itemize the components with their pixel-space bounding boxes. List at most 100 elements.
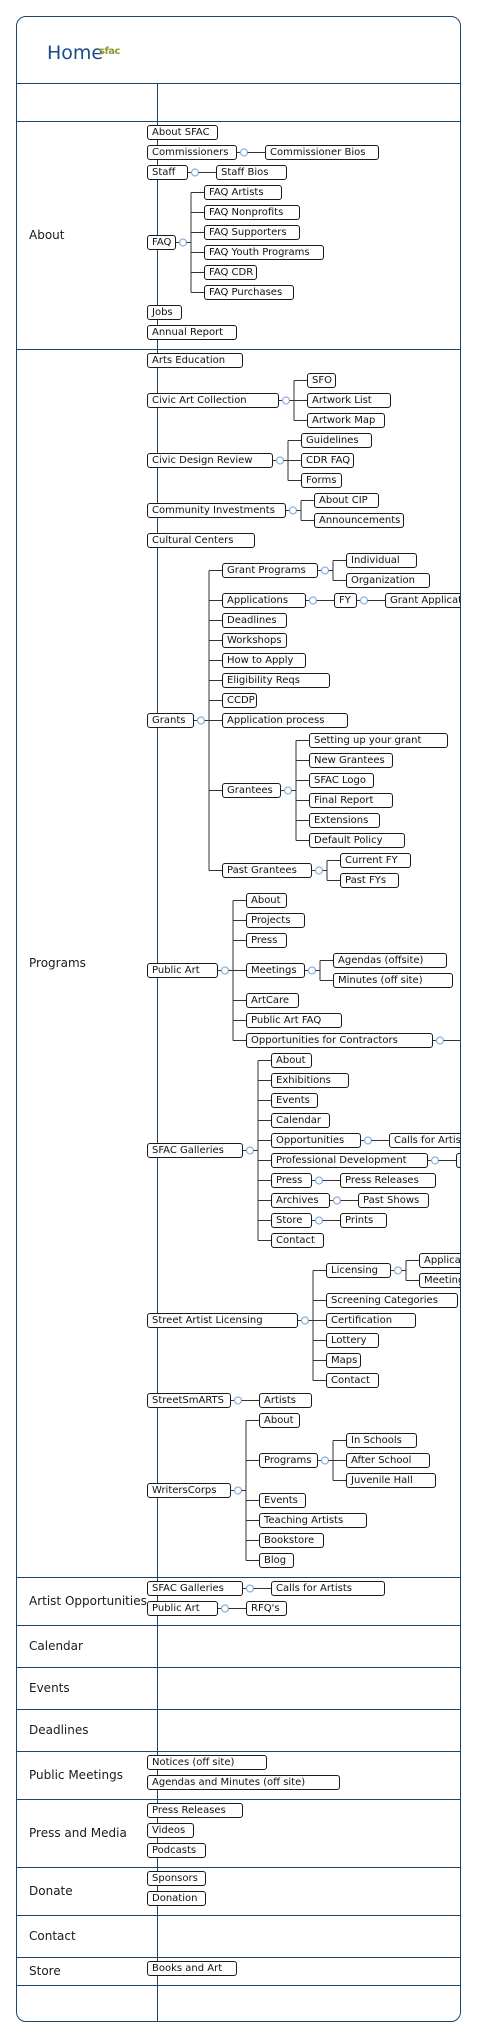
sitemap-link-jobs[interactable]: Jobs [147, 305, 182, 320]
section-label-calendar[interactable]: Calendar [29, 1639, 83, 1653]
sitemap-link-setting-up-your-grant[interactable]: Setting up your grant [309, 733, 448, 748]
sitemap-link-artcare[interactable]: ArtCare [246, 993, 299, 1008]
section-label-programs[interactable]: Programs [29, 956, 86, 970]
sitemap-link-about-sfac[interactable]: About SFAC [147, 125, 218, 140]
sitemap-link-cultural-centers[interactable]: Cultural Centers [147, 533, 255, 548]
sitemap-link-staff-bios[interactable]: Staff Bios [216, 165, 287, 180]
sitemap-link-past-shows[interactable]: Past Shows [358, 1193, 429, 1208]
section-label-public-meetings[interactable]: Public Meetings [29, 1768, 123, 1782]
sitemap-link-press[interactable]: Press [246, 933, 287, 948]
sitemap-link-contact[interactable]: Contact [271, 1233, 324, 1248]
sitemap-link-writerscorps[interactable]: WritersCorps [147, 1483, 231, 1498]
section-label-store[interactable]: Store [29, 1964, 61, 1978]
sitemap-link-current-fy[interactable]: Current FY [340, 853, 411, 868]
sitemap-link-videos[interactable]: Videos [147, 1823, 194, 1838]
sitemap-link-organization[interactable]: Organization [346, 573, 430, 588]
sitemap-link-sfac-logo[interactable]: SFAC Logo [309, 773, 374, 788]
sitemap-link-default-policy[interactable]: Default Policy [309, 833, 405, 848]
sitemap-link-individual[interactable]: Individual [346, 553, 417, 568]
sitemap-link-fy[interactable]: FY [334, 593, 357, 608]
sitemap-link-faq-cdr[interactable]: FAQ CDR [204, 265, 257, 280]
sitemap-link-press-releases[interactable]: Press Releases [340, 1173, 436, 1188]
sitemap-link-community-investments[interactable]: Community Investments [147, 503, 286, 518]
sitemap-link-artists[interactable]: Artists [259, 1393, 312, 1408]
sitemap-link-bookstore[interactable]: Bookstore [259, 1533, 324, 1548]
sitemap-link-notices-off-site[interactable]: Notices (off site) [147, 1755, 267, 1770]
sitemap-link-commissioner-bios[interactable]: Commissioner Bios [265, 145, 379, 160]
section-label-about[interactable]: About [29, 228, 65, 242]
sitemap-link-in-schools[interactable]: In Schools [346, 1433, 417, 1448]
sitemap-link-streetsmarts[interactable]: StreetSmARTS [147, 1393, 231, 1408]
sitemap-link-press[interactable]: Press [271, 1173, 312, 1188]
sitemap-link-extensions[interactable]: Extensions [309, 813, 380, 828]
sitemap-link-annual-report[interactable]: Annual Report [147, 325, 237, 340]
sitemap-link-grant-applications[interactable]: Grant Applications [385, 593, 460, 608]
section-label-events[interactable]: Events [29, 1681, 70, 1695]
sitemap-link-faq-supporters[interactable]: FAQ Supporters [204, 225, 300, 240]
sitemap-link-teaching-artists[interactable]: Teaching Artists [259, 1513, 367, 1528]
sitemap-link-workshops[interactable]: Workshops [222, 633, 287, 648]
section-label-deadlines[interactable]: Deadlines [29, 1723, 89, 1737]
sitemap-link-faq-youth-programs[interactable]: FAQ Youth Programs [204, 245, 324, 260]
sitemap-link-faq[interactable]: FAQ [147, 235, 176, 250]
sitemap-link-faq-purchases[interactable]: FAQ Purchases [204, 285, 294, 300]
sitemap-link-about[interactable]: About [259, 1413, 300, 1428]
sitemap-link-past-fys[interactable]: Past FYs [340, 873, 399, 888]
sitemap-link-programs[interactable]: Programs [259, 1453, 318, 1468]
sitemap-link-applications[interactable]: Applications [222, 593, 306, 608]
sitemap-link-final-report[interactable]: Final Report [309, 793, 393, 808]
sitemap-link-sfac-galleries[interactable]: SFAC Galleries [147, 1581, 243, 1596]
sitemap-link-sponsors[interactable]: Sponsors [147, 1871, 206, 1886]
sitemap-link-minutes-off-site[interactable]: Minutes (off site) [333, 973, 453, 988]
sitemap-link-lottery[interactable]: Lottery [326, 1333, 379, 1348]
sitemap-link-street-artist-licensing[interactable]: Street Artist Licensing [147, 1313, 298, 1328]
sitemap-link-how-to-apply[interactable]: How to Apply [222, 653, 306, 668]
sitemap-link-civic-art-collection[interactable]: Civic Art Collection [147, 393, 279, 408]
sitemap-link-cdr-faq[interactable]: CDR FAQ [301, 453, 354, 468]
sitemap-link-rfq-s[interactable]: RFQ's [246, 1601, 287, 1616]
sitemap-link-juvenile-hall[interactable]: Juvenile Hall [346, 1473, 436, 1488]
sitemap-link-grants[interactable]: Grants [147, 713, 194, 728]
sitemap-link-faq-nonprofits[interactable]: FAQ Nonprofits [204, 205, 300, 220]
sitemap-link-sfo[interactable]: SFO [307, 373, 336, 388]
sitemap-link-store[interactable]: Store [271, 1213, 312, 1228]
sitemap-link-after-school[interactable]: After School [346, 1453, 430, 1468]
sitemap-link-certification[interactable]: Certification [326, 1313, 416, 1328]
sitemap-link-blog[interactable]: Blog [259, 1553, 294, 1568]
section-label-donate[interactable]: Donate [29, 1884, 73, 1898]
sitemap-link-guidelines[interactable]: Guidelines [301, 433, 372, 448]
sitemap-link-podcasts[interactable]: Podcasts [147, 1843, 206, 1858]
sitemap-link-opportunities[interactable]: Opportunities [271, 1133, 361, 1148]
sitemap-link-screening-categories[interactable]: Screening Categories [326, 1293, 458, 1308]
sitemap-link-archives[interactable]: Archives [271, 1193, 330, 1208]
sitemap-link-forms[interactable]: Forms [301, 473, 342, 488]
sitemap-link-calls-for-artists[interactable]: Calls for Artists [271, 1581, 385, 1596]
sitemap-link-contact[interactable]: Contact [326, 1373, 379, 1388]
sitemap-link-public-art[interactable]: Public Art [147, 1601, 218, 1616]
sitemap-link-about[interactable]: About [246, 893, 287, 908]
sitemap-link-press-releases[interactable]: Press Releases [147, 1803, 243, 1818]
sitemap-link-artwork-list[interactable]: Artwork List [307, 393, 391, 408]
section-label-artist-opportunities[interactable]: Artist Opportunities [29, 1594, 147, 1608]
sitemap-link-commissioners[interactable]: Commissioners [147, 145, 237, 160]
sitemap-link-agendas-offsite[interactable]: Agendas (offsite) [333, 953, 447, 968]
sitemap-link-about-cip[interactable]: About CIP [314, 493, 379, 508]
sitemap-link-application-process[interactable]: Application process [222, 713, 348, 728]
sitemap-link-arts-education[interactable]: Arts Education [147, 353, 243, 368]
sitemap-link-announcements[interactable]: Announcements [314, 513, 404, 528]
sitemap-link-opportunities-for-contractors[interactable]: Opportunities for Contractors [246, 1033, 433, 1048]
sitemap-link-licensing[interactable]: Licensing [326, 1263, 391, 1278]
sitemap-link-exhibitions[interactable]: Exhibitions [271, 1073, 349, 1088]
sitemap-link-donation[interactable]: Donation [147, 1891, 206, 1906]
sitemap-link-sfac-galleries[interactable]: SFAC Galleries [147, 1143, 243, 1158]
sitemap-link-meetings[interactable]: Meetings [246, 963, 305, 978]
sitemap-link-events[interactable]: Events [271, 1093, 318, 1108]
sitemap-link-grantees[interactable]: Grantees [222, 783, 281, 798]
sitemap-link-events[interactable]: Events [259, 1493, 306, 1508]
sitemap-link-videos[interactable]: Videos [456, 1153, 460, 1168]
sitemap-link-public-art-faq[interactable]: Public Art FAQ [246, 1013, 342, 1028]
section-label-contact[interactable]: Contact [29, 1929, 76, 1943]
home-link[interactable]: Home [47, 42, 104, 64]
sitemap-link-calendar[interactable]: Calendar [271, 1113, 330, 1128]
sitemap-link-professional-development[interactable]: Professional Development [271, 1153, 428, 1168]
